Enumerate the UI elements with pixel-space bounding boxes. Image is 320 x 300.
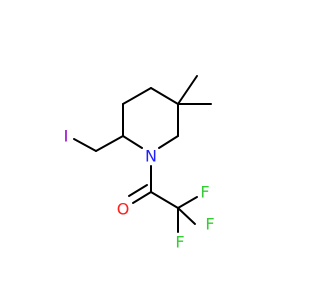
bond-ch2-i: [73, 138, 97, 152]
bond-carbonyl-cf3: [150, 191, 179, 209]
fluorine-label-bottom-left: F: [175, 233, 184, 252]
bond-c2-ch2: [95, 135, 124, 152]
bond-n-c2: [122, 135, 143, 149]
bond-carbonyl-o-a: [132, 191, 152, 204]
iodine-label: I: [64, 127, 69, 146]
bond-c3-c4: [122, 87, 152, 105]
bond-cf3-f1: [177, 196, 198, 209]
bond-c5-methyl-a: [177, 75, 198, 105]
nitrogen-label: N: [145, 147, 157, 166]
fluorine-label-bottom-right: F: [205, 215, 214, 234]
bond-c4-c5: [150, 87, 179, 105]
bond-carbonyl-o-b: [128, 184, 148, 197]
fluorine-label-top-right: F: [200, 183, 209, 202]
bond-cf3-f3: [177, 207, 196, 225]
bond-c6-n: [158, 135, 179, 149]
oxygen-label: O: [117, 200, 130, 219]
molecule-structure: I N O F F F: [64, 75, 215, 252]
